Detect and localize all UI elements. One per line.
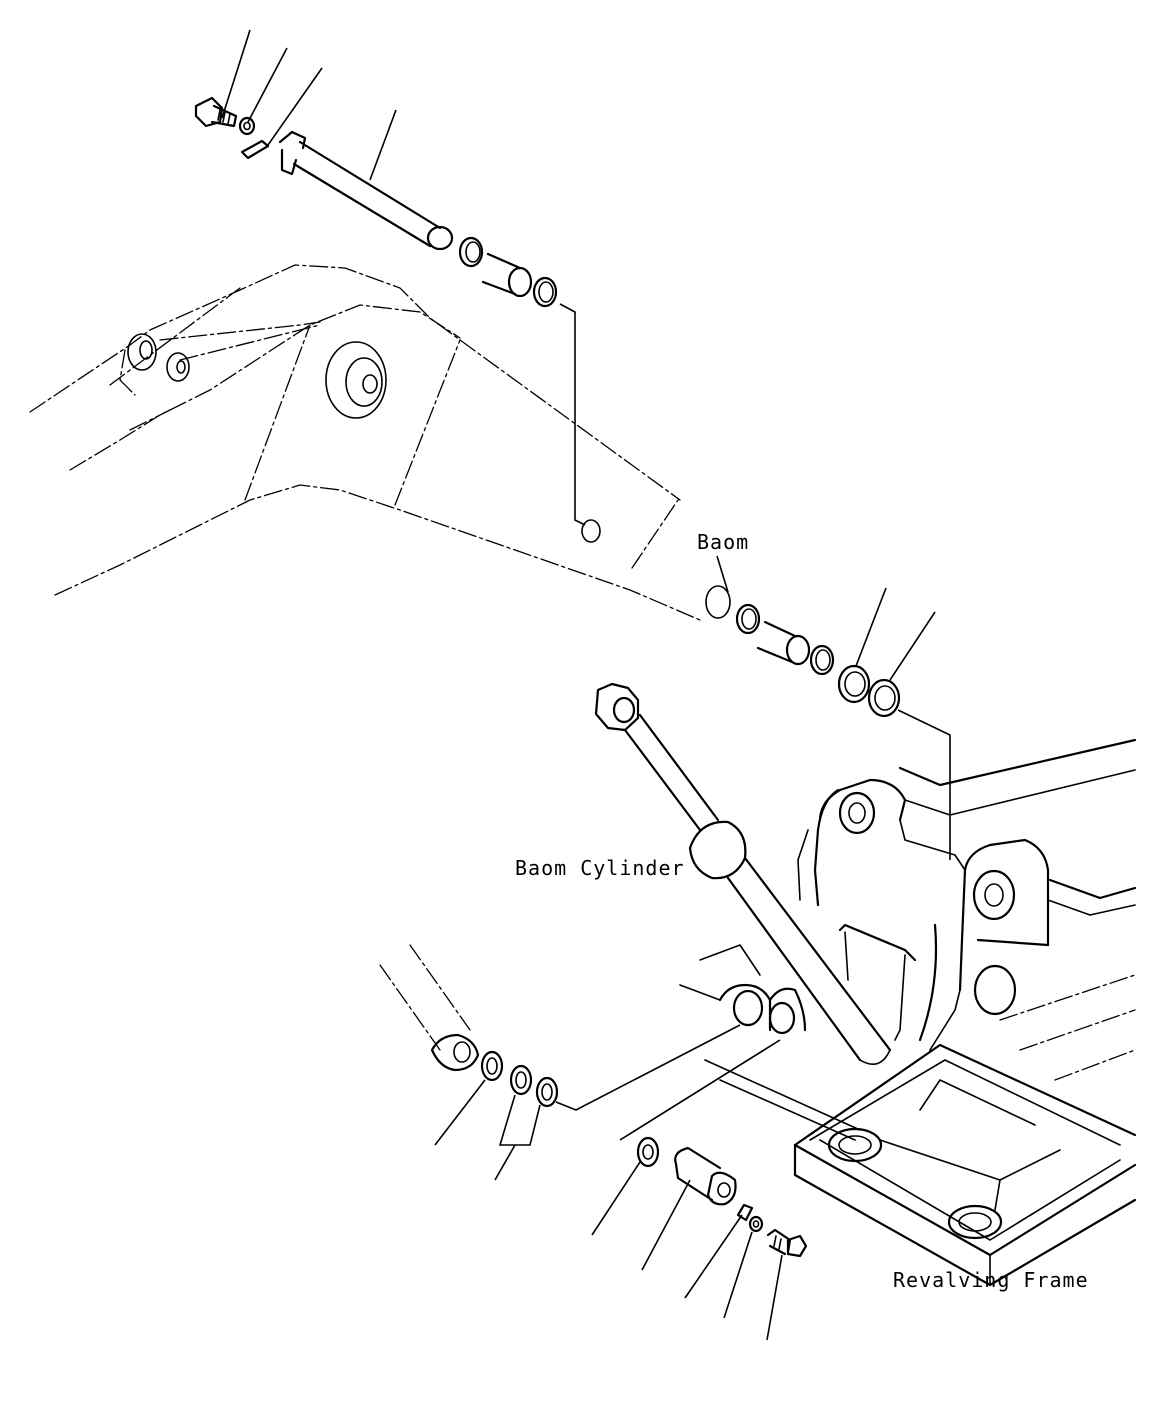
foot-pin-shims <box>434 1024 741 1181</box>
lower-pin-assembly <box>591 1039 808 1341</box>
revolving-frame-label: Revalving Frame <box>893 1268 1089 1292</box>
boom-outline <box>29 264 731 621</box>
upper-bolt <box>194 96 238 128</box>
boom-label: Baom <box>697 530 749 554</box>
boom-foot-bushings <box>735 587 951 860</box>
revolving-frame <box>679 738 1137 1287</box>
upper-bushings <box>458 236 558 308</box>
boom-cylinder-label: Baom Cylinder <box>515 856 685 880</box>
upper-pin-assembly <box>194 29 586 526</box>
boom-cylinder <box>594 682 892 1066</box>
upper-lock-plate <box>240 139 270 160</box>
upper-washer <box>238 116 256 136</box>
cylinder-rod-end <box>379 944 480 1072</box>
upper-long-pin <box>278 130 454 251</box>
